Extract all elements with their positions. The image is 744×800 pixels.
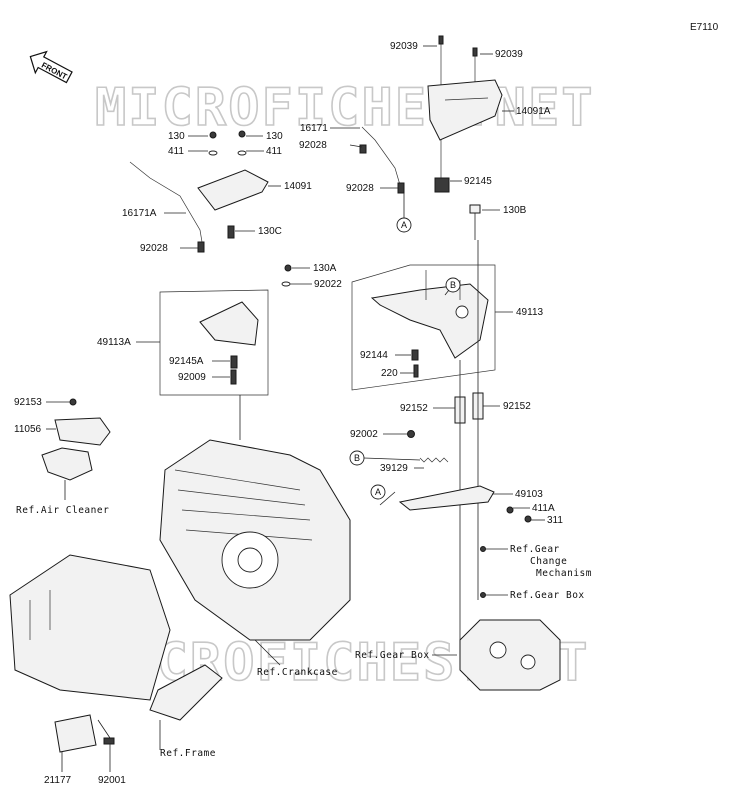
part-labels: 92039 92039 14091A 16171 92028 92028 921… [14,41,563,786]
ref-gear-change-line1: Ref.Gear [510,544,560,555]
part-label: 49113 [516,307,544,318]
ref-crankcase: Ref.Crankcase [257,667,338,678]
part-label: 411A [532,503,555,514]
ref-gear-box-right: Ref.Gear Box [510,590,585,601]
part-label: 92039 [495,49,523,60]
part-label: 14091A [516,106,551,117]
svg-text:B: B [450,280,456,290]
ref-gear-change-line3: Mechanism [536,568,592,579]
ref-gear-change-line2: Change [530,556,567,567]
reference-labels: Ref.Air Cleaner Ref.Gear Change Mechanis… [16,505,592,759]
part-label: 49113A [97,337,131,348]
part-label: 49103 [515,489,543,500]
part-label: 92028 [346,183,374,194]
part-label: 311 [547,515,563,526]
part-label: 92145A [169,356,204,367]
part-label: 92039 [390,41,418,52]
svg-text:A: A [401,220,407,230]
marker-a-upper: A [396,217,412,233]
svg-text:B: B [354,453,360,463]
ref-frame: Ref.Frame [160,748,216,759]
part-label: 130B [503,205,527,216]
diagram-code: E7110 [690,22,719,33]
part-label: 21177 [44,775,72,786]
part-label: 92028 [299,140,327,151]
part-label: 92002 [350,429,378,440]
part-label: 14091 [284,181,312,192]
part-label: 92153 [14,397,42,408]
marker-b-lower: B [349,450,365,466]
marker-a-lower: A [370,484,386,500]
part-label: 411 [266,146,282,157]
part-label: 411 [168,146,184,157]
part-label: 130C [258,226,282,237]
part-label: 92022 [314,279,342,290]
leader-lines [46,45,545,772]
part-label: 130A [313,263,337,274]
part-label: 92144 [360,350,388,361]
marker-b-upper: B [445,277,461,293]
part-label: 11056 [14,424,42,435]
svg-text:A: A [375,487,381,497]
ref-gear-box-left: Ref.Gear Box [355,650,430,661]
part-label: 92009 [178,372,206,383]
part-label: 39129 [380,463,408,474]
part-label: 92152 [400,403,428,414]
front-arrow-icon: FRONT [29,50,73,84]
part-label: 130 [168,131,185,142]
watermark-top: MICROFICHES.NET [95,78,595,138]
part-label: 92145 [464,176,492,187]
part-label: 92028 [140,243,168,254]
part-label: 16171A [122,208,157,219]
parts-artwork [9,35,561,753]
part-label: 130 [266,131,283,142]
part-label: 92001 [98,775,126,786]
part-label: 92152 [503,401,531,412]
part-label: 220 [381,368,398,379]
ref-air-cleaner: Ref.Air Cleaner [16,505,109,516]
part-label: 16171 [300,123,328,134]
